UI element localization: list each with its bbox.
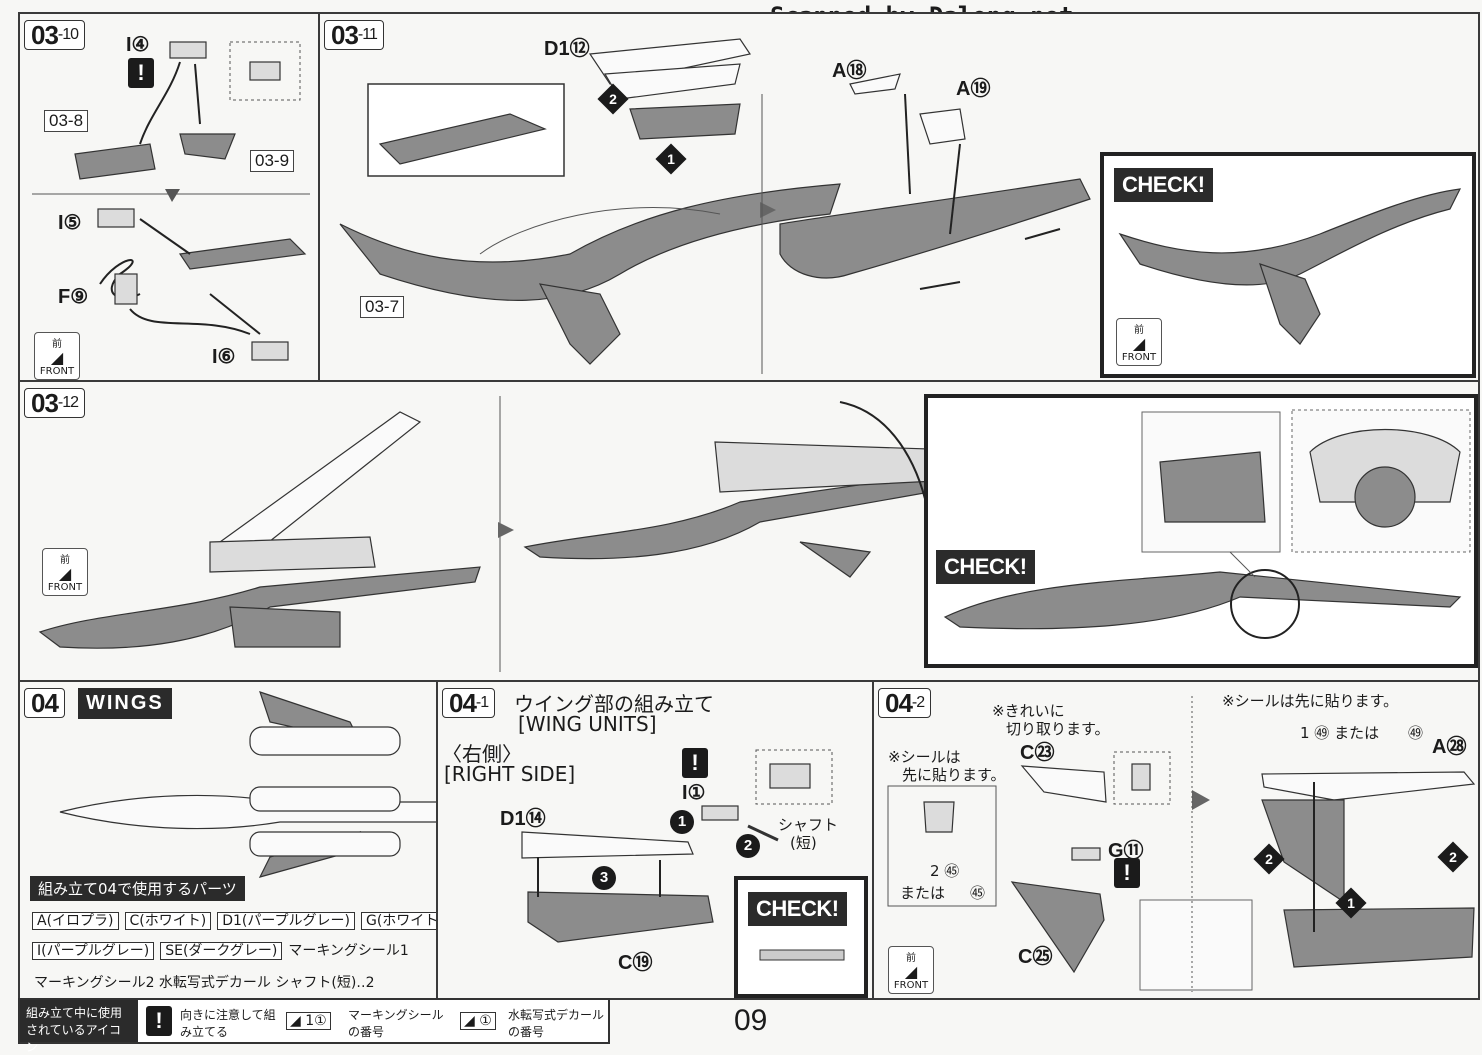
legend-sticker-text: マーキングシールの番号 [348, 1008, 444, 1039]
icon-legend: 組み立て中に使用されているアイコン ! 向きに注意して組み立てる ◢ 1① マー… [18, 998, 610, 1054]
part-label-d1-12: D1⑫ [544, 38, 590, 60]
panel-step-04: 04 WINGS 組み立て04で使用するパーツ A(イロプラ)C(ホワイト)D1… [18, 680, 449, 1000]
note-sticker-first-right: ※シールは先に貼ります。 [1222, 692, 1399, 710]
panel-step-03-11: 03-11 D1⑫ A⑱ A⑲ 03-7 CHECK! 前◢FRONT 2 1 [318, 12, 1480, 382]
panel-step-03-10: 03-10 I④ ! 03-8 03-9 I⑤ F⑨ I⑥ 前◢FRONT [18, 12, 320, 382]
caution-legend-icon: ! [146, 1006, 172, 1036]
ref-03-8: 03-8 [44, 110, 89, 132]
note-sticker-first: ※シールは [888, 748, 961, 766]
parts-heading: 組み立て04で使用するパーツ [30, 876, 245, 901]
step-label: 04 [24, 688, 65, 718]
step-label: 03-11 [324, 20, 384, 50]
sticker-number-b: ㊺ [970, 884, 986, 902]
step-label: 03-12 [24, 388, 86, 418]
step-label: 04-1 [442, 688, 496, 718]
part-label-c19: C⑲ [618, 952, 653, 974]
check-badge: CHECK! [936, 550, 1035, 584]
part-label-a18: A⑱ [832, 60, 867, 82]
legend-heading: 組み立て中に使用されているアイコン [20, 1000, 138, 1054]
part-label-d1-14: D1⑭ [500, 808, 546, 830]
legend-caution-text: 向きに注意して組み立てる [180, 1008, 276, 1039]
step-marker-2: 2 [736, 834, 760, 858]
wing-assembly-illustration [887, 696, 1476, 992]
step-label: 03-10 [24, 20, 86, 50]
part-label-i4: I④ [126, 34, 150, 56]
assembly-illustration [38, 394, 1478, 672]
legend-decal-text: 水転写式デカールの番号 [508, 1008, 605, 1039]
ref-03-9: 03-9 [250, 150, 295, 172]
part-i4-illustration [32, 41, 310, 361]
part-label-i1: I① [682, 782, 706, 804]
note-sticker-first-line2: 先に貼ります。 [902, 766, 1006, 784]
caution-icon: ! [1114, 858, 1140, 888]
part-label-i6: I⑥ [212, 346, 236, 368]
step-marker-3: 3 [592, 866, 616, 890]
check-badge: CHECK! [1114, 168, 1213, 202]
step-marker-2-right: 2 [1437, 841, 1469, 873]
front-indicator: 前◢FRONT [34, 332, 80, 380]
side-label-en: [RIGHT SIDE] [444, 762, 576, 786]
front-indicator: 前◢FRONT [888, 946, 934, 994]
side-label-jp: 〈右側〉 [442, 742, 522, 766]
front-indicator: 前◢FRONT [42, 548, 88, 596]
step-label: 04-2 [878, 688, 932, 718]
panel-step-03-12: 03-12 CHECK! 前◢FRONT [18, 380, 1480, 682]
aircraft-overview-illustration [59, 691, 438, 878]
caution-icon: ! [682, 748, 708, 778]
shaft-label: シャフト [778, 816, 839, 834]
step-marker-2-left: 2 [1253, 843, 1285, 875]
part-label-f9: F⑨ [58, 286, 89, 308]
check-badge: CHECK! [748, 892, 847, 926]
part-label-c25: C㉕ [1018, 946, 1053, 968]
parts-list-row2: I(パープルグレー)SE(ダークグレー)マーキングシール1 [32, 940, 409, 960]
ref-03-7: 03-7 [360, 296, 405, 318]
section-title-en: [WING UNITS] [518, 712, 657, 736]
note-cut-clean-line2: 切り取ります。 [1006, 720, 1110, 738]
part-label-a19: A⑲ [956, 78, 991, 100]
parts-list-row1: A(イロプラ)C(ホワイト)D1(パープルグレー)G(ホワイト) [32, 910, 455, 930]
panel-step-04-1: 04-1 ウイング部の組み立て [WING UNITS] 〈右側〉 [RIGHT… [436, 680, 874, 1000]
step-marker-2: 2 [597, 83, 629, 115]
sticker-or: または [900, 884, 946, 902]
assembly-illustration [339, 38, 1476, 378]
front-indicator: 前◢FRONT [1116, 318, 1162, 366]
part-label-g11: G⑪ [1108, 840, 1144, 862]
part-label-a28: A㉘ [1432, 736, 1467, 758]
wing-illustration [521, 749, 868, 998]
note-cut-clean: ※きれいに [992, 702, 1065, 720]
section-title-jp: ウイング部の組み立て [514, 692, 714, 716]
step-marker-1: 1 [1335, 887, 1367, 919]
panel-step-04-2: 04-2 ※きれいに 切り取ります。 ※シールは 先に貼ります。 ※シールは先に… [872, 680, 1480, 1000]
sticker-legend-icon: ◢ 1① [286, 1012, 331, 1030]
step-marker-1: 1 [670, 810, 694, 834]
page-number: 09 [734, 1004, 768, 1037]
section-title: WINGS [78, 688, 172, 719]
caution-icon: ! [128, 58, 154, 88]
sticker-number-a: 2 ㊺ [930, 862, 960, 880]
sticker-number-d: ㊾ [1408, 724, 1424, 742]
sticker-number-c: 1 ㊾ または [1300, 724, 1380, 742]
decal-legend-icon: ◢ ① [460, 1012, 496, 1030]
step-marker-1: 1 [655, 143, 687, 175]
part-label-i5: I⑤ [58, 212, 82, 234]
shaft-sub-label: (短) [790, 834, 817, 852]
part-label-c23: C㉓ [1020, 742, 1055, 764]
parts-list-row3: マーキングシール2 水転写式デカール シャフト(短)‥2 [34, 975, 375, 991]
